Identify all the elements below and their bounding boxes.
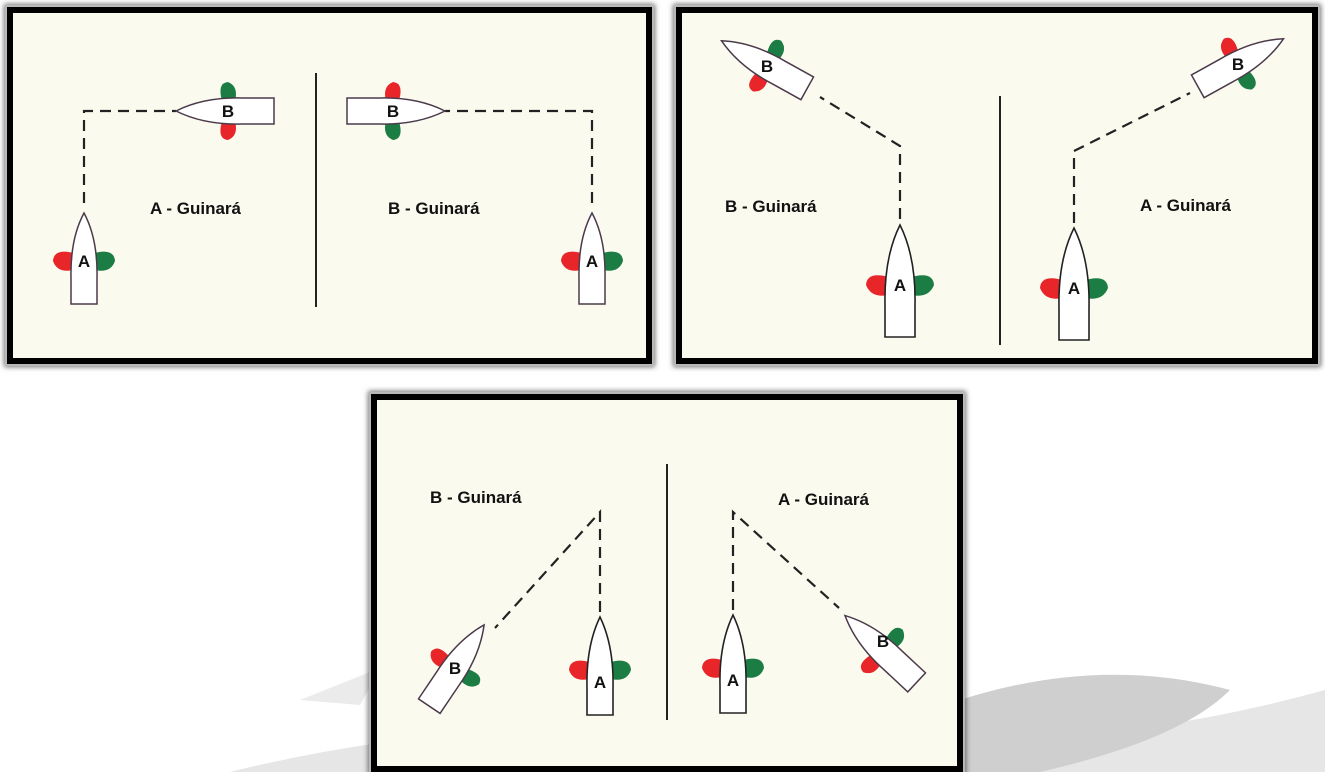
scenario-caption: A - Guinará	[1140, 196, 1232, 215]
boat-label: B	[761, 57, 773, 76]
scenario-caption: A - Guinará	[778, 490, 870, 509]
hull	[174, 97, 275, 125]
boat-a: A	[866, 223, 934, 338]
boat-label: A	[594, 673, 606, 692]
boat-b: B	[720, 39, 815, 101]
boat-label: B	[222, 102, 234, 121]
hull	[719, 613, 747, 714]
panel-3-drawing: B A B - Guinará A B A - Guinará	[417, 464, 927, 720]
boat-a: A	[1040, 226, 1108, 341]
hull	[1190, 37, 1285, 99]
boat-label: B	[387, 102, 399, 121]
scenario-caption: B - Guinará	[430, 488, 522, 507]
panel-2-drawing: B A B - Guinará B A A - Guinará	[720, 37, 1285, 345]
scenario-caption: B - Guinará	[388, 199, 480, 218]
hull	[70, 211, 98, 305]
turn-path-dashed	[1072, 92, 1191, 223]
boat-a: A	[569, 615, 631, 716]
hull	[417, 623, 486, 715]
boat-b: B	[174, 82, 275, 140]
hull	[586, 615, 614, 716]
turn-path-dashed	[494, 509, 602, 629]
scenario-caption: B - Guinará	[725, 197, 817, 216]
boat-label: B	[449, 659, 461, 678]
boat-label: B	[1232, 55, 1244, 74]
boat-label: A	[78, 252, 90, 271]
turn-path-dashed	[731, 509, 840, 610]
boat-a: A	[53, 211, 115, 305]
boat-label: A	[894, 276, 906, 295]
hull	[578, 211, 606, 305]
turn-path-dashed	[82, 109, 176, 203]
boat-b: B	[417, 623, 486, 715]
boat-label: A	[1068, 279, 1080, 298]
hull	[720, 39, 815, 101]
boat-a: A	[561, 211, 623, 305]
boat-label: A	[586, 252, 598, 271]
boat-label: A	[727, 671, 739, 690]
hull	[884, 223, 916, 338]
turn-path-dashed	[819, 96, 902, 219]
boat-a: A	[702, 613, 764, 714]
boat-b: B	[843, 614, 927, 693]
turn-path-dashed	[445, 109, 594, 203]
hull	[1058, 226, 1090, 341]
boat-label: B	[877, 632, 889, 651]
diagram-panel-3: B A B - Guinará A B A - Guinará	[371, 394, 963, 772]
hull	[843, 614, 927, 693]
boat-b: B	[1190, 37, 1285, 99]
diagram-panel-2: B A B - Guinará B A A - Guinará	[676, 7, 1318, 364]
panel-1-drawing: A B A - Guinará B A B - Guinará	[53, 73, 623, 307]
diagram-panel-1: A B A - Guinará B A B - Guinará	[7, 7, 652, 364]
hull	[346, 97, 447, 125]
boat-b: B	[346, 82, 447, 140]
scenario-caption: A - Guinará	[150, 199, 242, 218]
